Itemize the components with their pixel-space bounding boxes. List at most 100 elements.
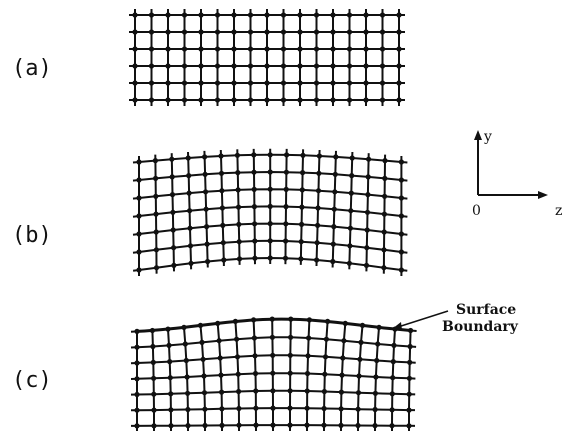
lattice-node [134,376,140,382]
lattice-column-line [252,319,257,431]
lattice-node [216,338,222,344]
lattice-node [267,238,273,244]
lattice-node [166,342,172,348]
lattice-node [251,169,257,175]
lattice-node [297,97,303,103]
lattice-node [168,407,174,413]
lattice-node [165,29,171,35]
lattice-node [355,406,361,412]
lattice-node [330,46,336,52]
lattice-node [382,175,388,181]
lattice-node [280,97,287,103]
lattice-node [363,262,370,268]
lattice-node [382,193,388,199]
lattice-node [298,239,304,245]
lattice-node [330,80,336,86]
lattice-node [323,336,329,342]
lattice-node [185,423,191,429]
lattice-node [153,265,160,271]
lattice-node [165,63,171,69]
lattice-node [379,63,386,69]
lattice-node [183,357,189,364]
lattice-node [280,80,287,86]
lattice-node [187,208,193,214]
lattice-node [305,353,311,359]
lattice-column-line [234,321,240,431]
lattice-node [168,391,174,397]
lattice-node [132,97,138,103]
lattice-node [363,12,369,18]
lattice-node [187,225,193,231]
lattice-node [363,29,369,35]
lattice-node [181,46,188,52]
lattice-node [283,169,289,175]
lattice-column-line [183,327,189,431]
lattice-node [406,375,412,381]
lattice-node [150,343,156,350]
lattice-node [270,422,276,428]
lattice-node [332,171,338,177]
lattice-node [184,374,190,380]
lattice-node [236,388,242,395]
lattice-node [280,63,287,69]
lattice-node [270,405,276,411]
lattice-node [252,370,259,377]
lattice-node [321,388,327,395]
lattice-node [198,12,204,18]
lattice-node [247,97,254,103]
lattice-node [181,63,188,69]
lattice-node [165,46,171,52]
lattice-node [148,46,155,52]
lattice-node [202,406,208,412]
lattice-node [165,12,171,18]
lattice-node [236,256,243,262]
lattice-node [297,12,303,18]
lattice-node [396,97,402,103]
lattice-node [316,153,322,159]
grid-panel-c [130,316,417,431]
lattice-node [313,12,320,18]
lattice-node [270,370,276,376]
panel-label-c: (c) [12,368,52,393]
lattice-node [313,80,320,86]
lattice-node [185,406,191,413]
lattice-column-line [289,319,292,431]
z-axis-label: z [555,203,562,219]
lattice-node [287,405,293,411]
lattice-node [339,372,345,378]
lattice-column-line [306,319,311,431]
lattice-node [300,152,306,158]
panel-label-b: (b) [12,223,52,248]
lattice-node [348,190,354,196]
lattice-node [219,205,225,211]
lattice-node [203,206,209,212]
lattice-node [346,12,353,18]
lattice-node [363,63,369,69]
lattice-node [315,222,321,228]
lattice-node [134,360,140,366]
lattice-node [389,407,395,413]
lattice-node [390,359,396,365]
lattice-node [304,405,310,411]
lattice-node [349,155,355,161]
lattice-node [151,375,157,381]
lattice-node [217,355,223,361]
lattice-node [365,174,371,180]
lattice-node [347,225,353,231]
lattice-node [252,221,258,227]
lattice-node [167,359,173,365]
lattice-node [346,80,353,86]
lattice-node [406,423,412,429]
lattice-node [357,356,363,362]
lattice-column-line [357,325,364,431]
lattice-node [236,239,242,245]
lattice-node [204,224,210,230]
lattice-node [287,352,293,358]
lattice-node [170,227,176,233]
lattice-node [340,355,346,361]
lattice-node [313,63,320,69]
lattice-node [287,422,293,428]
lattice-node [366,156,372,162]
lattice-node [270,352,276,358]
lattice-node [389,391,395,397]
